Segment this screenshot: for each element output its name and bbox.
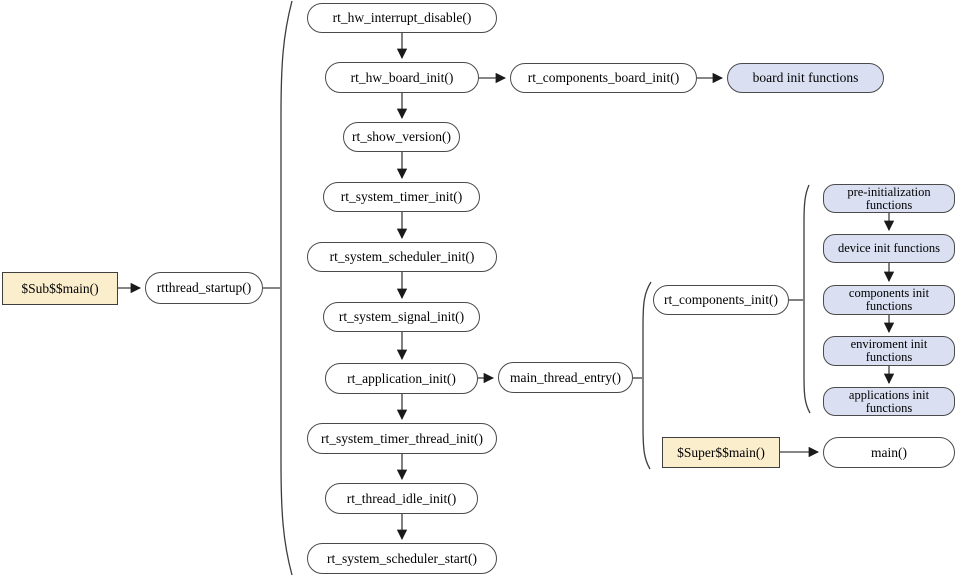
node-rt-system-scheduler-start: rt_system_scheduler_start() bbox=[307, 543, 497, 574]
node-pre-initialization-functions: pre-initialization functions bbox=[823, 184, 955, 213]
node-rtthread-startup: rtthread_startup() bbox=[145, 272, 263, 304]
node-rt-components-board-init: rt_components_board_init() bbox=[510, 63, 697, 93]
node-super-main: $Super$$main() bbox=[662, 437, 780, 468]
node-sub-main: $Sub$$main() bbox=[2, 272, 118, 305]
node-rt-components-init: rt_components_init() bbox=[653, 285, 789, 315]
init-functions-brace bbox=[803, 184, 811, 414]
node-rt-application-init: rt_application_init() bbox=[325, 363, 478, 394]
node-enviroment-init-functions: enviroment init functions bbox=[823, 336, 955, 366]
node-device-init-functions: device init functions bbox=[823, 234, 955, 263]
node-board-init-functions: board init functions bbox=[727, 63, 884, 93]
node-components-init-functions: components init functions bbox=[823, 285, 955, 315]
startup-brace bbox=[280, 0, 293, 576]
node-main: main() bbox=[823, 437, 955, 468]
node-rt-system-timer-init: rt_system_timer_init() bbox=[323, 182, 480, 212]
node-rt-system-signal-init: rt_system_signal_init() bbox=[323, 302, 480, 332]
main-group-brace bbox=[642, 281, 652, 470]
node-rt-thread-idle-init: rt_thread_idle_init() bbox=[325, 483, 478, 514]
node-main-thread-entry: main_thread_entry() bbox=[498, 362, 633, 393]
node-rt-hw-board-init: rt_hw_board_init() bbox=[325, 62, 479, 93]
node-rt-system-scheduler-init: rt_system_scheduler_init() bbox=[307, 242, 497, 272]
node-rt-system-timer-thread-init: rt_system_timer_thread_init() bbox=[307, 423, 497, 454]
node-rt-hw-interrupt-disable: rt_hw_interrupt_disable() bbox=[307, 3, 497, 33]
node-applications-init-functions: applications init functions bbox=[823, 387, 955, 416]
node-rt-show-version: rt_show_version() bbox=[343, 122, 460, 152]
